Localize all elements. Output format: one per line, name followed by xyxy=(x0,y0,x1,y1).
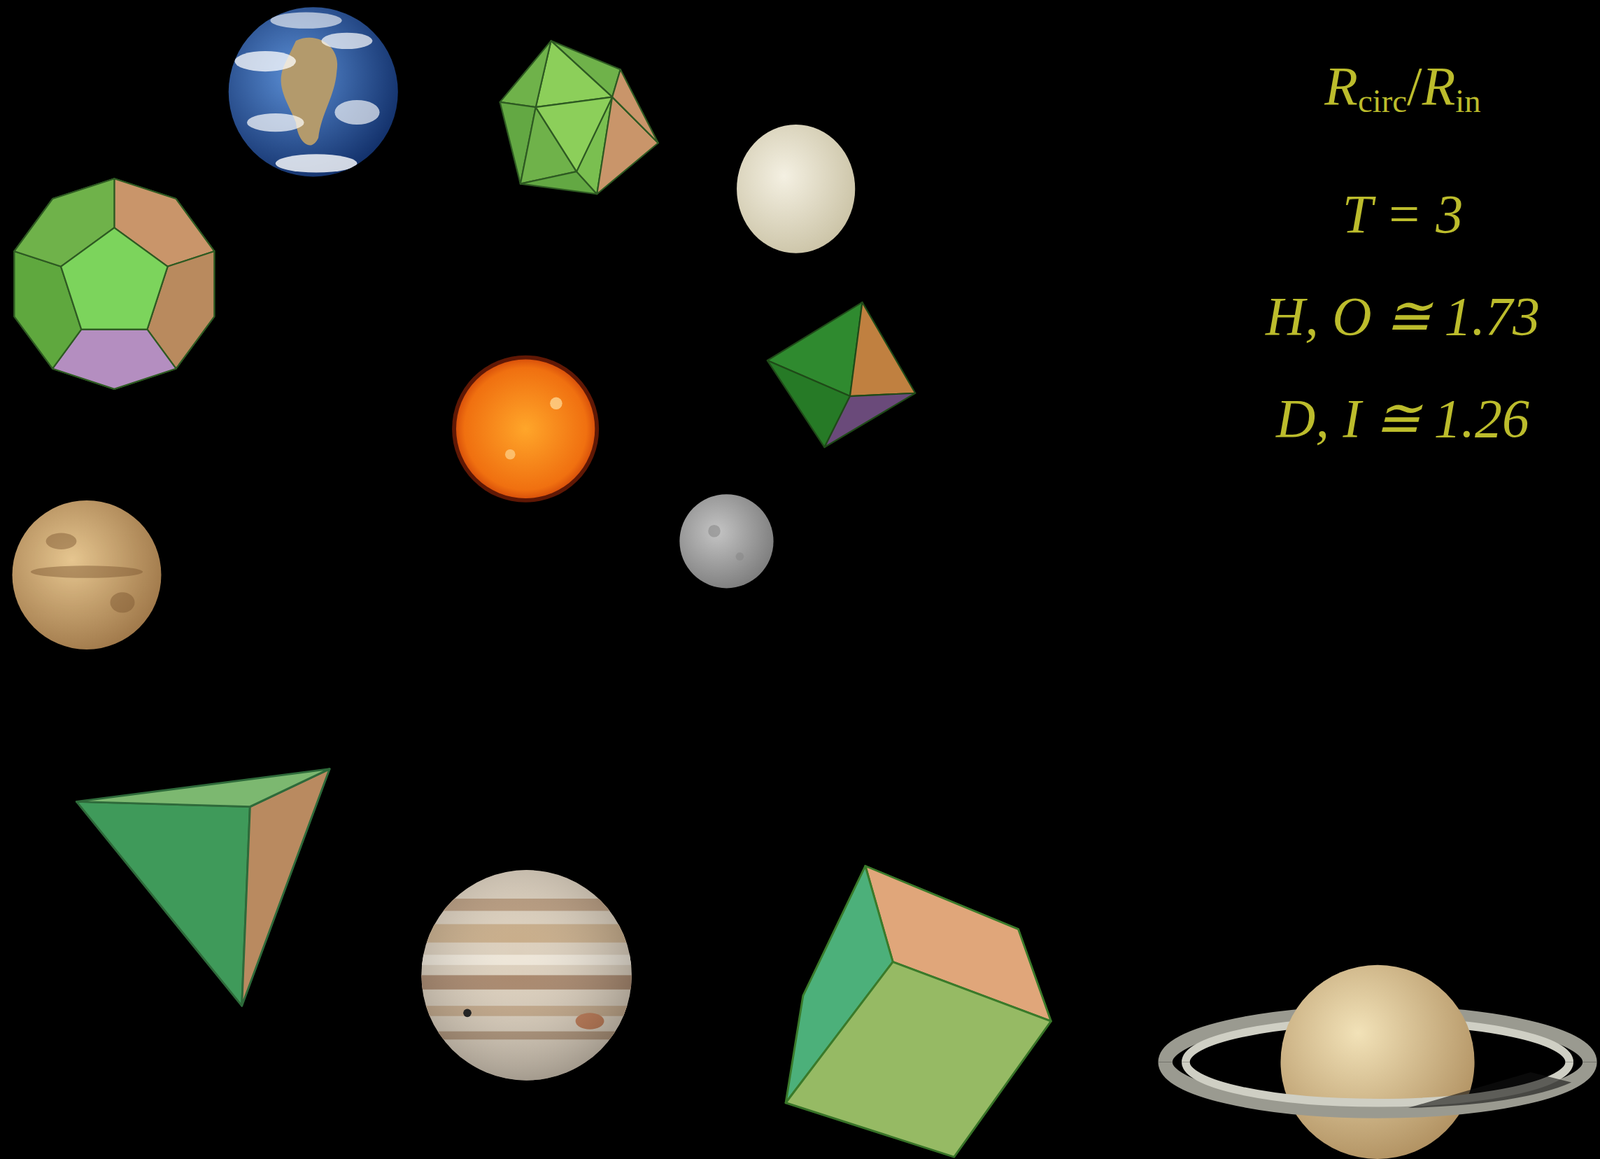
jupiter-part-part xyxy=(421,869,632,1081)
saturn xyxy=(1165,964,1591,1159)
formula-line: Rcirc/Rin xyxy=(1324,53,1482,122)
dodecahedron-part xyxy=(60,227,168,329)
earth-part-part xyxy=(270,12,343,29)
sun xyxy=(451,355,599,503)
venus xyxy=(736,124,855,254)
sun-part xyxy=(451,355,599,503)
formula-text: H, O ≅ 1.73 xyxy=(1265,285,1540,347)
earth-part-part xyxy=(334,100,380,125)
venus-part xyxy=(736,124,855,254)
formula-line: D, I ≅ 1.26 xyxy=(1276,385,1530,452)
tetrahedron-part xyxy=(76,768,330,807)
cube-part xyxy=(785,961,1051,1157)
earth xyxy=(228,6,399,177)
saturn-part xyxy=(1165,1061,1591,1111)
jupiter xyxy=(418,869,639,1081)
mercury-part xyxy=(708,524,721,538)
mars-part-part xyxy=(46,533,77,550)
mars-part-part xyxy=(30,565,143,578)
formula-text: R xyxy=(1324,55,1358,117)
earth-part-part xyxy=(321,32,373,49)
icosahedron-part xyxy=(500,40,552,108)
icosahedron-part xyxy=(612,69,659,143)
jupiter-part xyxy=(418,869,639,1081)
dodecahedron-part xyxy=(13,178,215,389)
octahedron-part xyxy=(850,302,916,396)
mars-part xyxy=(12,500,162,650)
octahedron-part xyxy=(824,393,916,448)
mercury-part xyxy=(735,551,745,561)
dodecahedron xyxy=(13,178,215,389)
formula-text: / xyxy=(1406,55,1423,117)
jupiter-part xyxy=(421,869,632,1081)
formula-line: T = 3 xyxy=(1342,181,1464,247)
earth-part-part xyxy=(246,113,305,132)
formula-text: D, I ≅ 1.26 xyxy=(1276,387,1530,449)
icosahedron-part xyxy=(535,97,613,173)
sun-part xyxy=(456,359,595,499)
formula-text: R xyxy=(1422,55,1456,117)
sun-part xyxy=(549,397,563,410)
mercury xyxy=(679,493,774,588)
earth-part-part xyxy=(234,51,296,72)
tetrahedron-part xyxy=(76,801,250,1006)
octahedron xyxy=(767,302,916,448)
mars xyxy=(12,500,162,650)
formula-text: T = 3 xyxy=(1342,183,1464,245)
subscript: circ xyxy=(1357,82,1407,119)
icosahedron xyxy=(500,40,659,194)
earth-part-part xyxy=(275,153,358,173)
cube xyxy=(785,865,1051,1157)
sun-part xyxy=(505,449,516,460)
mercury-part xyxy=(679,493,774,588)
formula-line: H, O ≅ 1.73 xyxy=(1265,283,1540,350)
mars-part-part xyxy=(110,591,136,613)
mars-part xyxy=(30,533,143,613)
subscript: in xyxy=(1455,82,1481,119)
tetrahedron xyxy=(76,768,330,1006)
saturn-part xyxy=(1280,964,1475,1159)
saturn-part xyxy=(1408,1071,1572,1108)
earth-part xyxy=(228,6,399,177)
earth-part xyxy=(234,12,380,173)
